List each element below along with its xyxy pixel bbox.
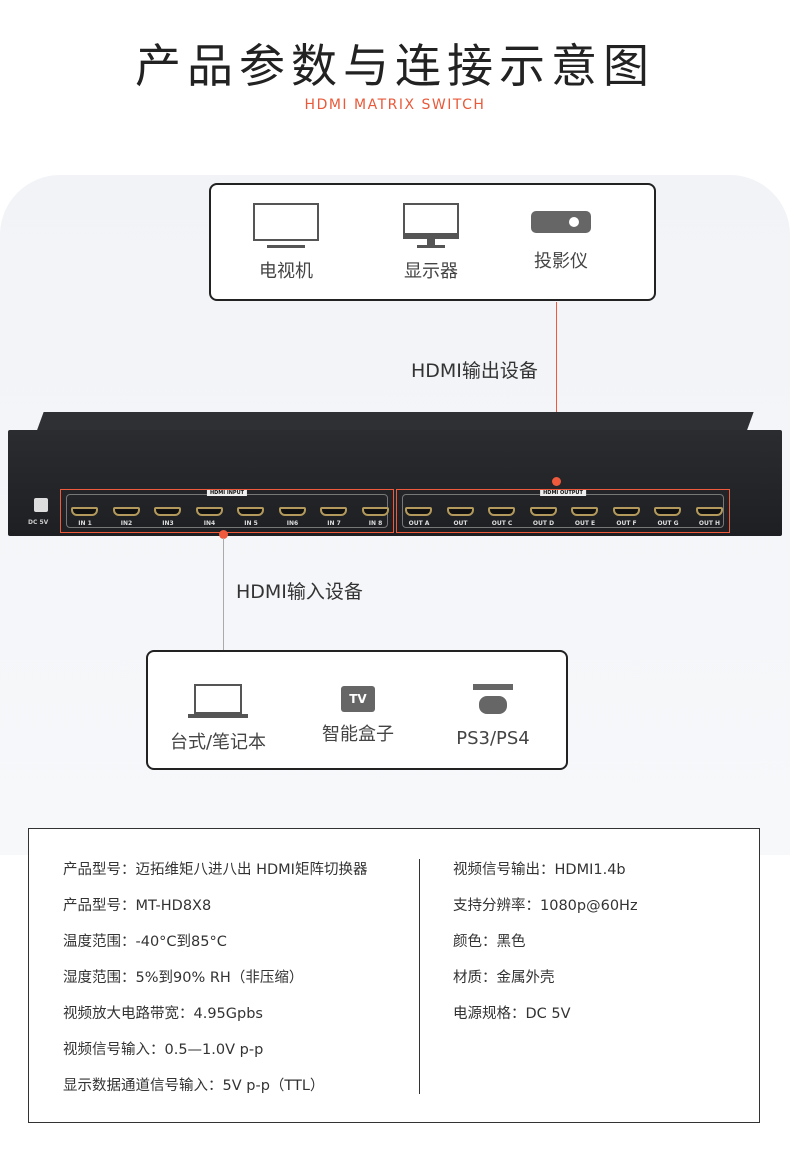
hdmi-input-port <box>320 507 347 516</box>
port-label: IN 8 <box>368 520 383 527</box>
spec-item: 颜色：黑色 <box>453 934 526 950</box>
tv-icon <box>253 203 319 249</box>
hdmi-input-port <box>71 507 98 516</box>
hdmi-input-port <box>195 507 223 516</box>
port-label: OUT F <box>616 520 637 527</box>
gamepad-icon <box>473 684 513 720</box>
laptop-icon <box>188 684 248 720</box>
output-connector-line <box>556 302 557 482</box>
port-label: IN 7 <box>327 520 341 527</box>
spec-item: 视频放大电路带宽：4.95Gpbs <box>63 1006 263 1022</box>
input-device-laptop: 台式/笔记本 <box>168 684 268 754</box>
group-label: HDMI INPUT <box>206 490 248 496</box>
hdmi-output-port <box>446 507 474 516</box>
output-caption: HDMI输出设备 <box>411 360 538 382</box>
device-label: 电视机 <box>259 261 313 282</box>
device-label: 投影仪 <box>534 251 588 272</box>
port-label: OUT H <box>698 520 721 527</box>
spec-item: 显示数据通道信号输入：5V p-p（TTL） <box>63 1078 325 1094</box>
page-title: 产品参数与连接示意图 <box>135 39 655 93</box>
port-label: OUT G <box>657 520 679 527</box>
port-label: IN4 <box>203 520 216 527</box>
matrix-switch-device <box>8 430 782 536</box>
tv-box-icon: TV <box>341 686 375 712</box>
chassis-top <box>36 412 754 432</box>
device-label: 台式/笔记本 <box>169 732 267 753</box>
spec-item: 温度范围：-40°C到85°C <box>63 934 227 950</box>
port-label: IN 1 <box>78 520 92 527</box>
output-marker-dot <box>552 477 561 486</box>
spec-item: 支持分辨率：1080p@60Hz <box>453 898 638 914</box>
port-label: OUT <box>453 520 468 527</box>
output-device-projector: 投影仪 <box>516 211 606 273</box>
projector-icon <box>531 211 591 233</box>
input-marker-dot <box>219 530 228 539</box>
hdmi-output-port <box>654 507 681 516</box>
group-label: HDMI OUTPUT <box>540 490 586 496</box>
hdmi-input-port <box>237 507 264 516</box>
port-label: OUT A <box>408 520 430 527</box>
device-label: 显示器 <box>404 261 458 282</box>
monitor-icon <box>403 203 459 249</box>
input-caption: HDMI输入设备 <box>236 581 363 603</box>
spec-item: 电源规格：DC 5V <box>453 1006 571 1022</box>
page-subtitle: HDMI MATRIX SWITCH <box>304 97 486 113</box>
port-label: IN3 <box>162 520 174 527</box>
spec-item: 产品型号：迈拓维矩八进八出 HDMI矩阵切换器 <box>63 862 368 878</box>
port-label: IN6 <box>286 520 299 527</box>
output-devices-box: 电视机 显示器 投影仪 <box>209 183 656 301</box>
hdmi-output-port <box>488 507 515 516</box>
spec-item: 视频信号输入：0.5—1.0V p-p <box>63 1042 264 1058</box>
spec-item: 视频信号输出：HDMI1.4b <box>453 862 626 878</box>
hdmi-input-group: HDMI INPUT IN 1 IN2 IN3 IN4 IN 5 IN6 IN 7 IN 8 <box>60 489 394 533</box>
hdmi-output-group: HDMI OUTPUT OUT A OUT OUT C OUT D OUT E OUT F O… <box>396 489 730 533</box>
input-connector-line <box>223 538 224 650</box>
port-label: OUT E <box>574 520 596 527</box>
port-label: IN2 <box>120 520 133 527</box>
hdmi-output-port <box>529 507 557 516</box>
power-label: DC 5V <box>28 519 49 526</box>
output-device-monitor: 显示器 <box>386 203 476 283</box>
port-label: OUT D <box>532 520 555 527</box>
hdmi-output-port <box>571 507 598 516</box>
output-device-tv: 电视机 <box>241 203 331 283</box>
specs-panel: 产品型号：迈拓维矩八进八出 HDMI矩阵切换器产品型号：MT-HD8X8 温度范围… <box>28 828 760 1123</box>
hdmi-input-port <box>278 507 306 516</box>
hdmi-input-port <box>112 507 140 516</box>
input-device-console: PS3/PS4 <box>443 684 543 749</box>
spec-item: 产品型号：MT-HD8X8 <box>63 898 212 914</box>
hdmi-input-port <box>154 507 181 516</box>
hdmi-input-port <box>361 507 389 516</box>
input-devices-box: 台式/笔记本 TV 智能盒子 PS3/PS4 <box>146 650 568 770</box>
port-label: OUT C <box>491 520 513 527</box>
hdmi-output-port <box>695 507 723 516</box>
specs-divider <box>419 859 420 1094</box>
hdmi-output-port <box>612 507 640 516</box>
device-label: 智能盒子 <box>322 724 394 745</box>
spec-item: 湿度范围：5%到90% RH（非压缩） <box>63 970 304 986</box>
hdmi-output-port <box>405 507 432 516</box>
spec-item: 材质：金属外壳 <box>453 970 555 986</box>
port-label: IN 5 <box>244 520 258 527</box>
device-label: PS3/PS4 <box>456 728 530 749</box>
input-device-tv-box: TV 智能盒子 <box>308 686 408 746</box>
power-jack <box>34 498 48 512</box>
